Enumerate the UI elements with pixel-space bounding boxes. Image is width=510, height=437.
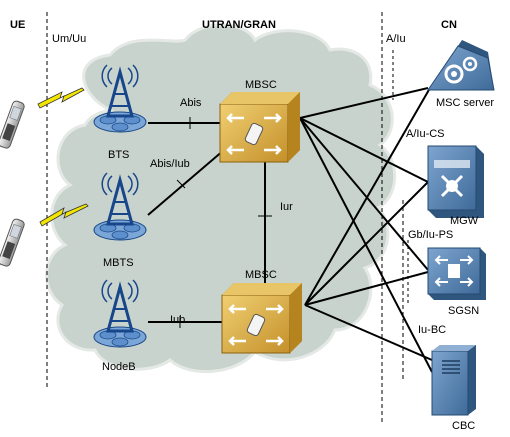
label-abis: Abis <box>180 97 202 109</box>
radio-link-icon <box>39 203 89 227</box>
header-ue: UE <box>10 19 25 31</box>
core-dashed-guides <box>392 50 409 305</box>
utran-cloud <box>45 23 397 374</box>
cbc-server-icon <box>431 345 476 416</box>
node-mbsc-top: MBSC <box>245 79 277 91</box>
mbsc-top-icon <box>219 92 300 163</box>
boundary-lines <box>46 12 404 425</box>
mbts-tower-icon <box>93 172 147 241</box>
node-mbts: MBTS <box>103 257 134 269</box>
connection-lines <box>147 87 433 373</box>
label-um-uu: Um/Uu <box>52 33 86 45</box>
sgsn-icon <box>427 247 486 300</box>
node-msc-server: MSC server <box>436 97 494 109</box>
label-a-iu: A/Iu <box>386 33 406 45</box>
node-sgsn: SGSN <box>448 305 479 317</box>
label-iur: Iur <box>280 201 293 213</box>
node-mgw: MGW <box>450 215 479 227</box>
label-gb-iu-ps: Gb/Iu-PS <box>408 229 453 241</box>
label-iub: Iub <box>170 314 185 326</box>
header-cn: CN <box>441 19 457 31</box>
node-nodeb: NodeB <box>102 361 136 373</box>
label-iu-bc: Iu-BC <box>418 324 446 336</box>
node-cbc: CBC <box>452 420 475 432</box>
msc-server-icon <box>427 40 495 91</box>
header-utran: UTRAN/GRAN <box>202 19 276 31</box>
bts-tower-icon <box>93 64 147 133</box>
mbsc-bottom-icon <box>221 283 302 354</box>
mgw-icon <box>427 145 484 218</box>
node-mbsc-bottom: MBSC <box>245 269 277 281</box>
label-a-iu-cs: A/Iu-CS <box>406 128 445 140</box>
node-bts: BTS <box>108 149 129 161</box>
phone-icon <box>0 100 25 149</box>
nodeb-tower-icon <box>93 279 147 348</box>
interface-ticks <box>176 117 272 328</box>
label-abis-iub: Abis/Iub <box>150 158 190 170</box>
phone-icon <box>0 218 25 267</box>
radio-link-icon <box>37 87 85 109</box>
